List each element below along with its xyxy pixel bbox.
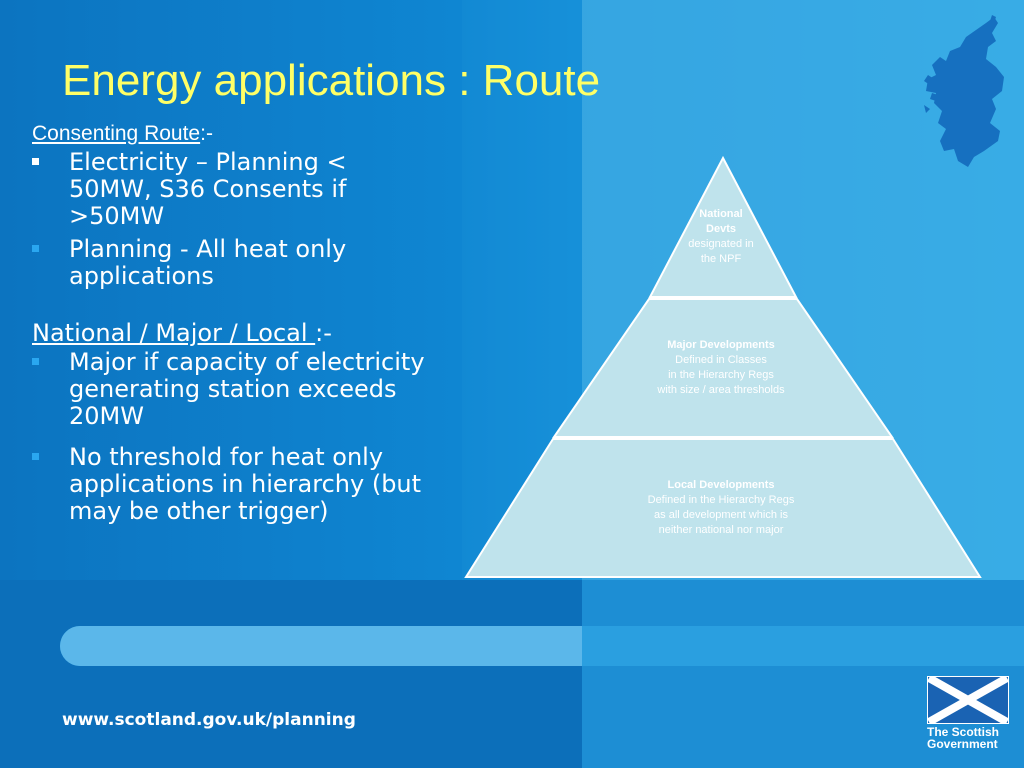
government-logo-text: The Scottish Government [927,726,1017,750]
pyramid-title: Major Developments [667,339,775,351]
bullet-icon [32,158,39,165]
pyramid-desc-line: Defined in Classes [675,354,767,366]
bullet-icon [32,358,39,365]
pyramid-tier-middle [552,298,894,438]
section-heading-suffix: :- [315,319,332,347]
bullet-icon [32,245,39,252]
bullet-text: Planning - All heat only applications [69,235,347,290]
list-item: Planning - All heat only applications [32,236,432,290]
list-item: Major if capacity of electricity generat… [32,349,432,430]
scotland-map-icon [924,15,1004,167]
pyramid-desc-line: the NPF [700,253,742,265]
pyramid-title: Local Developments [667,479,775,491]
list-item: Electricity – Planning < 50MW, S36 Conse… [32,149,432,230]
pyramid-label-local: Local Developments Defined in the Hierar… [611,478,831,538]
spacer [32,296,432,320]
pyramid-desc-line: designated in [688,238,754,250]
pyramid-title-line: Devts [706,223,736,235]
slide-title: Energy applications : Route [62,56,601,105]
section-heading-text: Consenting Route [32,122,201,145]
pyramid-desc-line: with size / area thresholds [657,384,785,396]
gov-name-line: Government [927,737,998,751]
slide-body: Consenting Route:- Electricity – Plannin… [32,120,432,531]
section-heading-suffix: :- [200,122,213,145]
pyramid-title-line: National [699,208,743,220]
pyramid-tier-bottom [464,438,982,578]
bullet-icon [32,453,39,460]
pyramid-desc-line: in the Hierarchy Regs [668,369,774,381]
bullet-text: Major if capacity of electricity generat… [69,348,425,430]
pyramid-label-national: National Devts designated in the NPF [671,207,771,267]
background-band-light [60,626,582,666]
pyramid-desc-line: Defined in the Hierarchy Regs [647,494,795,506]
list-item: No threshold for heat only applications … [32,444,432,525]
section-heading-hierarchy: National / Major / Local :- [32,320,432,347]
bullet-list-hierarchy: Major if capacity of electricity generat… [32,349,432,525]
pyramid-tier-top [648,155,798,298]
hierarchy-pyramid [464,155,982,578]
gov-name-line: The Scottish [927,725,1000,739]
section-heading-consenting: Consenting Route:- [32,120,432,147]
bullet-text: Electricity – Planning < 50MW, S36 Conse… [69,148,347,230]
pyramid-label-major: Major Developments Defined in Classes in… [621,338,821,398]
bullet-text: No threshold for heat only applications … [69,443,422,525]
pyramid-desc-line: neither national nor major [658,524,784,536]
pyramid-desc-line: as all development which is [654,509,788,521]
background-lower-right [582,580,1024,768]
saltire-flag-icon [927,676,1009,724]
footer-url: www.scotland.gov.uk/planning [62,710,356,730]
bullet-list-consenting: Electricity – Planning < 50MW, S36 Conse… [32,149,432,290]
section-heading-text: National / Major / Local [32,319,316,347]
